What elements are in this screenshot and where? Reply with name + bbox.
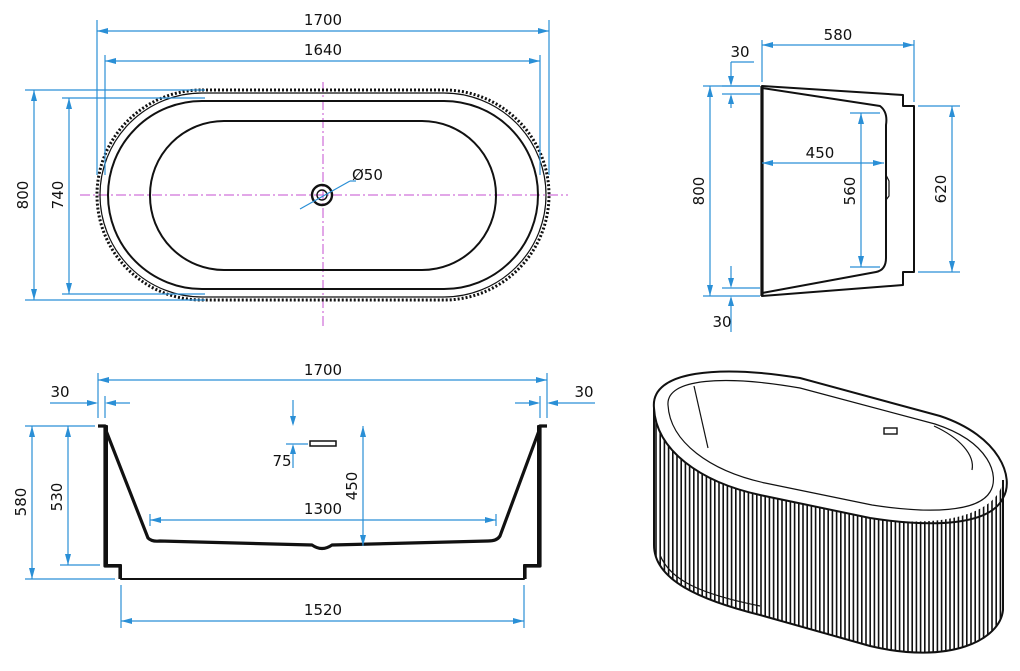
side-view-inner-basin [103,427,542,551]
top-view-inner-basin [149,120,497,271]
top-view: Ø50 1700 1640 800 740 [14,11,568,327]
end-top-lip-label: 30 [730,43,749,61]
iso-flutes [655,408,1002,653]
drain-diameter-label: Ø50 [352,166,383,184]
side-overflow-offset-label: 75 [272,452,291,470]
side-water-depth-label: 450 [343,472,361,501]
top-width-outer-label: 800 [14,181,32,210]
end-view: 580 30 800 30 450 560 [690,26,960,332]
side-right-offset-label: 30 [574,383,593,401]
side-bottom-length-label: 1300 [304,500,342,518]
end-inner-depth-label: 560 [841,177,859,206]
iso-overflow-icon [883,427,898,435]
end-outer-height-label: 620 [932,175,950,204]
side-left-offset-label: 30 [50,383,69,401]
isometric-view [652,370,1008,654]
side-base-length-label: 1520 [304,601,342,619]
top-length-inner-label: 1640 [304,41,342,59]
overflow-icon [309,440,337,447]
end-height-label: 800 [690,177,708,206]
drain-icon [310,183,334,207]
end-bottom-lip-label: 30 [712,313,731,331]
iso-rim-inner [667,379,994,511]
side-view: 1700 30 30 580 530 75 [12,361,595,628]
end-inner-width-label: 450 [806,144,835,162]
side-length-label: 1700 [304,361,342,379]
top-view-rim-outline [107,100,539,290]
iso-rim-outer [652,370,1008,525]
side-view-outer-profile [98,425,547,580]
end-view-inner-profile [761,87,888,294]
side-inner-height-label: 530 [48,483,66,512]
top-width-inner-label: 740 [49,181,67,210]
top-view-outer-outline [99,92,547,298]
side-height-label: 580 [12,488,30,517]
top-length-outer-label: 1700 [304,11,342,29]
end-view-outer-profile [761,85,915,297]
end-depth-label: 580 [824,26,853,44]
top-view-outer-rim [95,88,551,302]
